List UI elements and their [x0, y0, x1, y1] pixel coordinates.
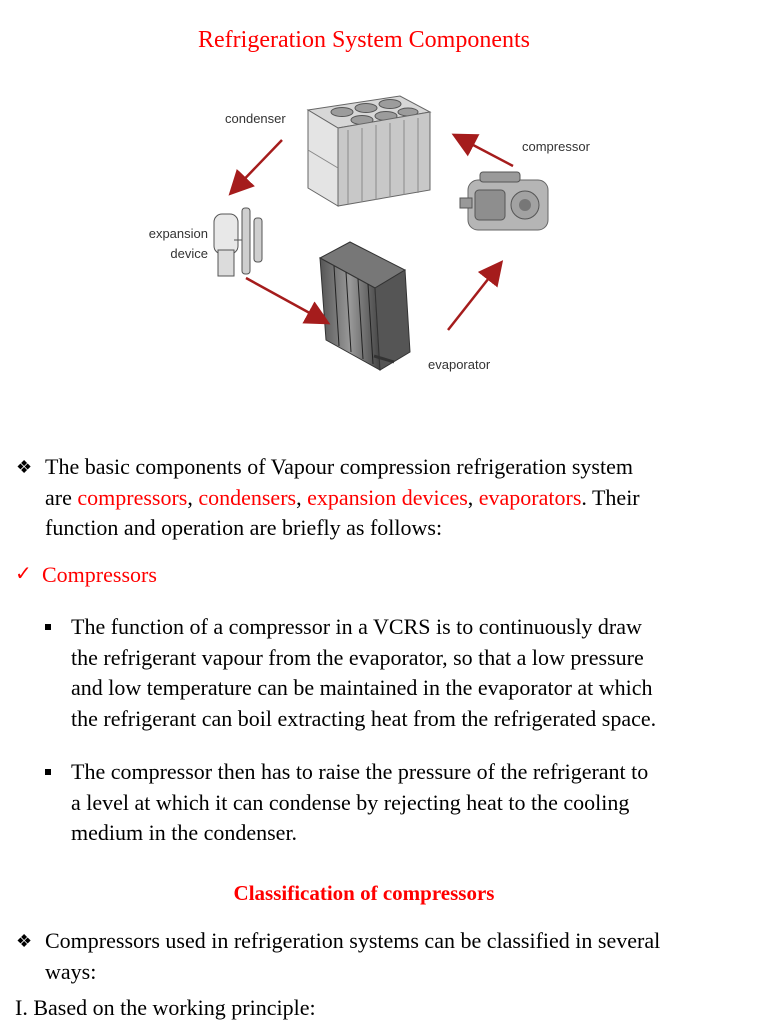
classification-subheading: I. Based on the working principle:: [15, 995, 316, 1020]
component-evaporators: evaporators: [478, 484, 582, 510]
classification-heading: Classification of compressors: [233, 881, 495, 905]
bullet-1: The function of a compressor in a VCRS i…: [71, 614, 657, 731]
square-bullet-icon: [45, 624, 51, 630]
label-compressor: compressor: [522, 139, 591, 154]
intro-line-2: are compressors, condensers, expansion d…: [45, 484, 640, 510]
square-bullet-icon: [45, 769, 51, 775]
check-icon: ✓: [15, 563, 32, 585]
intro-line-1: The basic components of Vapour compressi…: [45, 454, 633, 479]
bullet-2: The compressor then has to raise the pre…: [71, 759, 649, 845]
intro-line-3: function and operation are briefly as fo…: [45, 515, 443, 540]
refrigeration-cycle-diagram: condenser compressor expansion device ev…: [130, 90, 610, 380]
condenser-illustration: [306, 95, 432, 207]
label-expansion-1: expansion: [149, 226, 208, 241]
component-compressors: compressors: [77, 484, 188, 510]
label-expansion-2: device: [170, 246, 208, 261]
compressor-illustration: [459, 171, 549, 231]
label-condenser: condenser: [225, 111, 286, 126]
component-condensers: condensers: [198, 484, 297, 510]
section-compressors: Compressors: [42, 562, 157, 587]
label-evaporator: evaporator: [428, 357, 491, 372]
expansion-device-illustration: [213, 207, 263, 277]
page-title: Refrigeration System Components: [198, 27, 530, 53]
evaporator-illustration: [318, 241, 411, 371]
intro-paragraph: The basic components of Vapour compressi…: [45, 452, 760, 544]
classification-paragraph: Compressors used in refrigeration system…: [45, 928, 661, 984]
diamond-bullet-icon: ❖: [16, 457, 33, 477]
component-expansion-devices: expansion devices: [307, 484, 468, 510]
diamond-bullet-icon: ❖: [16, 931, 33, 951]
